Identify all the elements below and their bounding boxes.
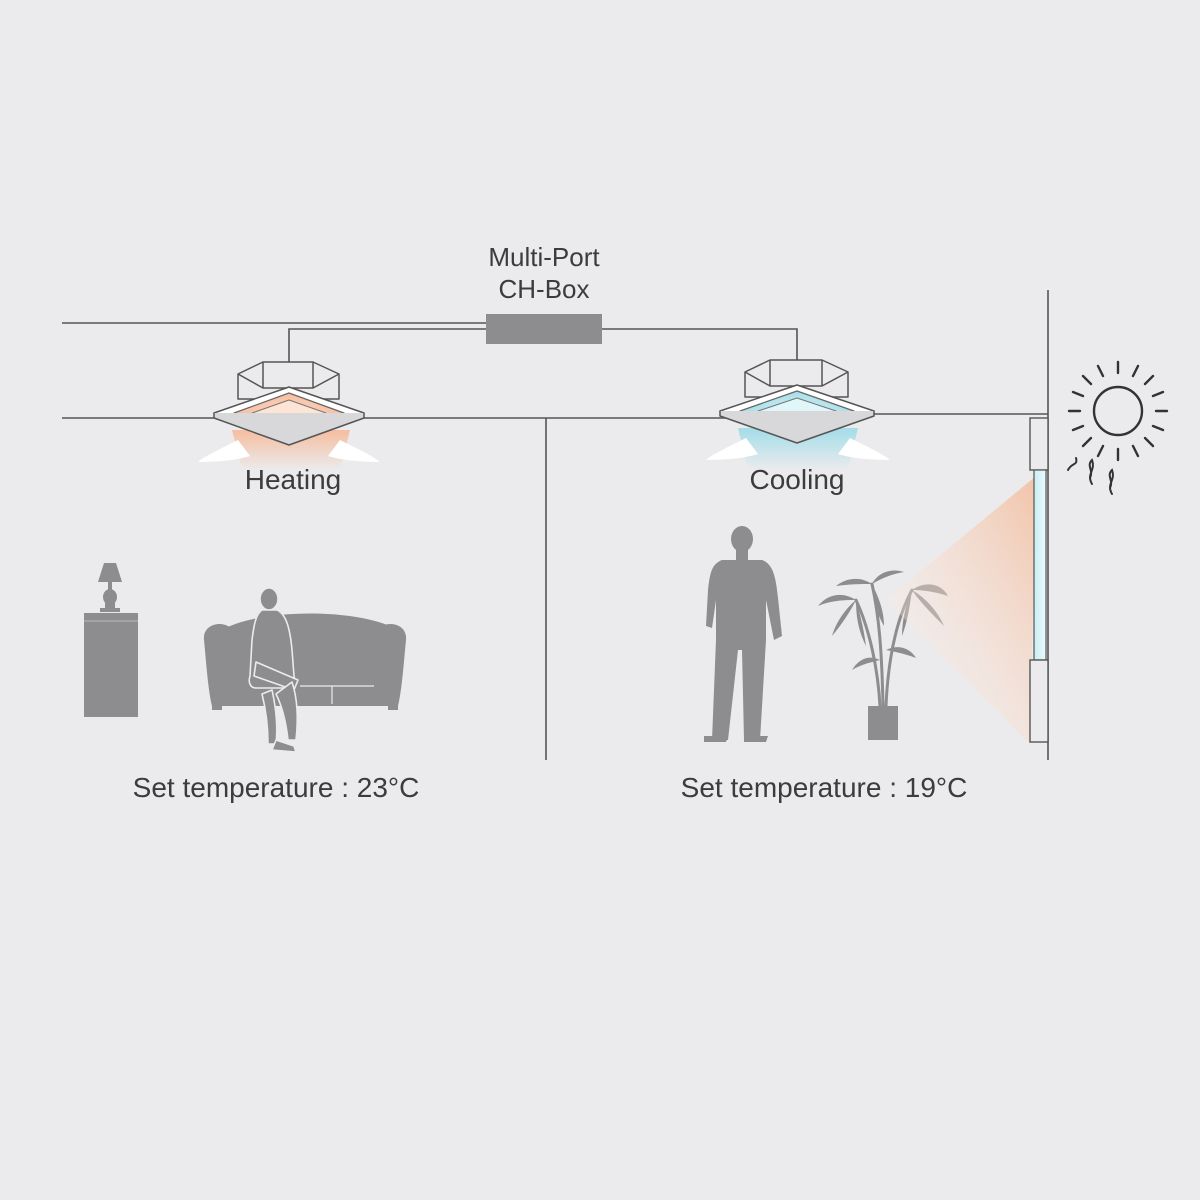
- sunlight-beam: [886, 476, 1036, 744]
- heating-airflow-right: [328, 440, 380, 462]
- window: [1029, 417, 1049, 743]
- heating-cassette-unit: [198, 361, 380, 470]
- cooling-cassette-unit: [706, 359, 890, 470]
- ch-box-label-line2: CH-Box: [498, 274, 589, 304]
- cooling-airflow-left: [706, 438, 758, 460]
- left-branch-line: [288, 328, 486, 362]
- heating-airflow-glow: [232, 430, 350, 470]
- right-set-temperature: Set temperature : 19°C: [681, 772, 968, 803]
- piping-lines: [62, 322, 798, 362]
- cooling-label: Cooling: [750, 464, 845, 495]
- seated-person-icon: [248, 587, 299, 753]
- heating-label: Heating: [245, 464, 342, 495]
- plant-pot: [868, 706, 898, 740]
- side-cabinet: [84, 613, 138, 717]
- heating-airflow-left: [198, 440, 250, 462]
- cooling-airflow-right: [838, 438, 890, 460]
- left-set-temperature: Set temperature : 23°C: [133, 772, 420, 803]
- heat-waves-icon: [1067, 457, 1114, 495]
- sofa-icon: [203, 613, 407, 710]
- right-branch-line: [602, 328, 798, 362]
- ch-box: [486, 314, 602, 344]
- window-glass: [1033, 469, 1047, 661]
- sofa-cushion-divider: [300, 685, 374, 704]
- sun-icon: [1067, 360, 1169, 462]
- cooling-airflow-glow: [738, 428, 858, 470]
- lamp-icon: [98, 563, 122, 612]
- ch-box-label-line1: Multi-Port: [488, 242, 600, 272]
- standing-person-icon: [704, 526, 782, 742]
